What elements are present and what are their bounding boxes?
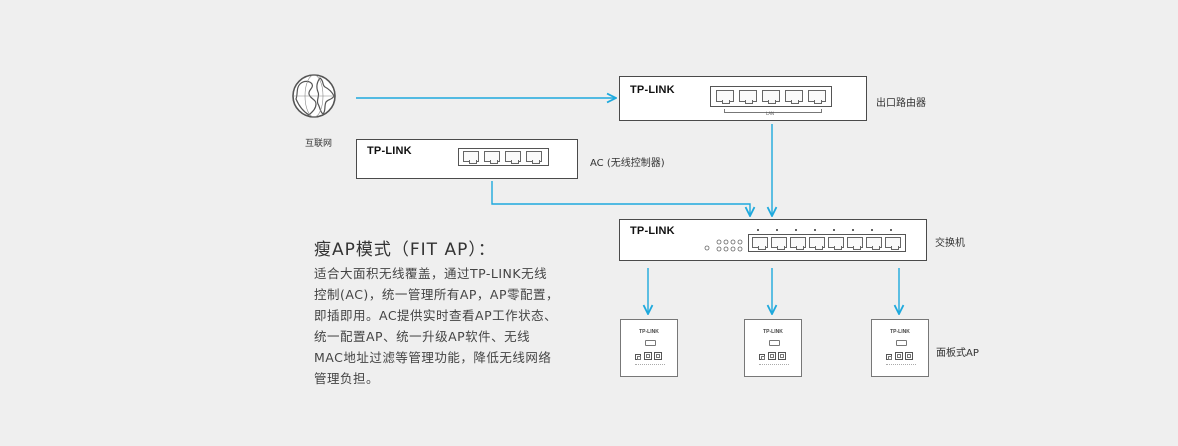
ac-port-block bbox=[458, 148, 549, 166]
router-port bbox=[762, 90, 780, 104]
ac-port bbox=[484, 151, 500, 164]
switch-port bbox=[885, 237, 901, 250]
ac-port bbox=[526, 151, 542, 164]
internet-label: 互联网 bbox=[305, 139, 333, 149]
panel-ap-indicator bbox=[896, 340, 907, 346]
router-lan-text: LAN bbox=[766, 111, 775, 116]
switch-status-leds bbox=[704, 239, 743, 252]
switch-port bbox=[771, 237, 787, 250]
switch-label: 交换机 bbox=[935, 238, 965, 249]
description-line: 控制(AC)，统一管理所有AP，AP零配置， bbox=[314, 287, 559, 302]
switch-device: TP-LINK bbox=[619, 219, 927, 261]
panel-ap-jacks bbox=[886, 352, 918, 362]
router-port bbox=[808, 90, 826, 104]
panel-ap-brand: TP-LINK bbox=[639, 329, 659, 335]
switch-port bbox=[752, 237, 768, 250]
router-port-block bbox=[710, 86, 832, 107]
globe-icon bbox=[292, 74, 336, 118]
panel-ap-fine-print bbox=[635, 364, 665, 367]
ac-port bbox=[463, 151, 479, 164]
router-port bbox=[785, 90, 803, 104]
panel-ap-brand: TP-LINK bbox=[890, 329, 910, 335]
switch-port bbox=[809, 237, 825, 250]
switch-port bbox=[866, 237, 882, 250]
panel-ap-indicator bbox=[645, 340, 656, 346]
router-lan-bracket bbox=[724, 109, 822, 113]
switch-port-leds bbox=[757, 229, 892, 231]
panel-ap-1: TP-LINK bbox=[620, 319, 678, 377]
router-label: 出口路由器 bbox=[876, 98, 926, 109]
router-port bbox=[716, 90, 734, 104]
ac-brand-logo: TP-LINK bbox=[367, 145, 412, 157]
router-brand-logo: TP-LINK bbox=[630, 84, 675, 96]
switch-port bbox=[790, 237, 806, 250]
description-line: 即插即用。AC提供实时查看AP工作状态、 bbox=[314, 308, 558, 323]
description-line: MAC地址过滤等管理功能，降低无线网络 bbox=[314, 350, 552, 365]
router-port bbox=[739, 90, 757, 104]
mode-description: 适合大面积无线覆盖，通过TP-LINK无线 控制(AC)，统一管理所有AP，AP… bbox=[314, 263, 564, 389]
panel-ap-jacks bbox=[759, 352, 791, 362]
router-device: TP-LINK LAN bbox=[619, 76, 867, 121]
panel-ap-2: TP-LINK bbox=[744, 319, 802, 377]
arrow-ac-to-switch bbox=[491, 181, 750, 216]
description-line: 统一配置AP、统一升级AP软件、无线 bbox=[314, 329, 531, 344]
panel-ap-jacks bbox=[635, 352, 667, 362]
panel-ap-indicator bbox=[769, 340, 780, 346]
switch-brand-logo: TP-LINK bbox=[630, 225, 675, 237]
ac-port bbox=[505, 151, 521, 164]
panel-ap-label: 面板式AP bbox=[936, 348, 979, 359]
panel-ap-3: TP-LINK bbox=[871, 319, 929, 377]
description-line: 管理负担。 bbox=[314, 371, 380, 386]
panel-ap-fine-print bbox=[759, 364, 789, 367]
switch-port bbox=[828, 237, 844, 250]
ac-label: AC (无线控制器) bbox=[590, 158, 665, 169]
panel-ap-brand: TP-LINK bbox=[763, 329, 783, 335]
description-line: 适合大面积无线覆盖，通过TP-LINK无线 bbox=[314, 266, 548, 281]
switch-port bbox=[847, 237, 863, 250]
mode-title: 瘦AP模式（FIT AP）： bbox=[314, 240, 496, 260]
ac-device: TP-LINK bbox=[356, 139, 578, 179]
switch-port-block bbox=[748, 234, 906, 252]
panel-ap-fine-print bbox=[886, 364, 916, 367]
